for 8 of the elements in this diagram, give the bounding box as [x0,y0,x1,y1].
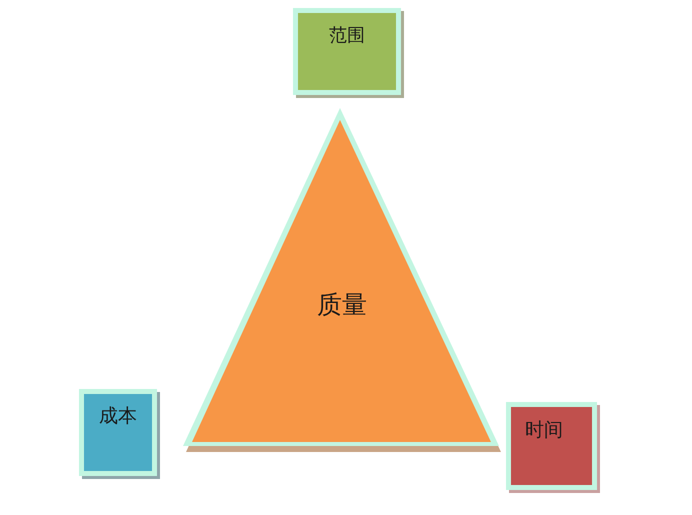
box-label: 时间 [525,421,563,442]
cost-box [79,389,157,476]
scope-box [293,8,401,95]
box-label: 成本 [99,407,137,428]
triangle-label: 质量 [317,292,367,320]
time-box [506,402,597,490]
box-label: 范围 [329,26,365,46]
quality-triangle [182,106,502,454]
